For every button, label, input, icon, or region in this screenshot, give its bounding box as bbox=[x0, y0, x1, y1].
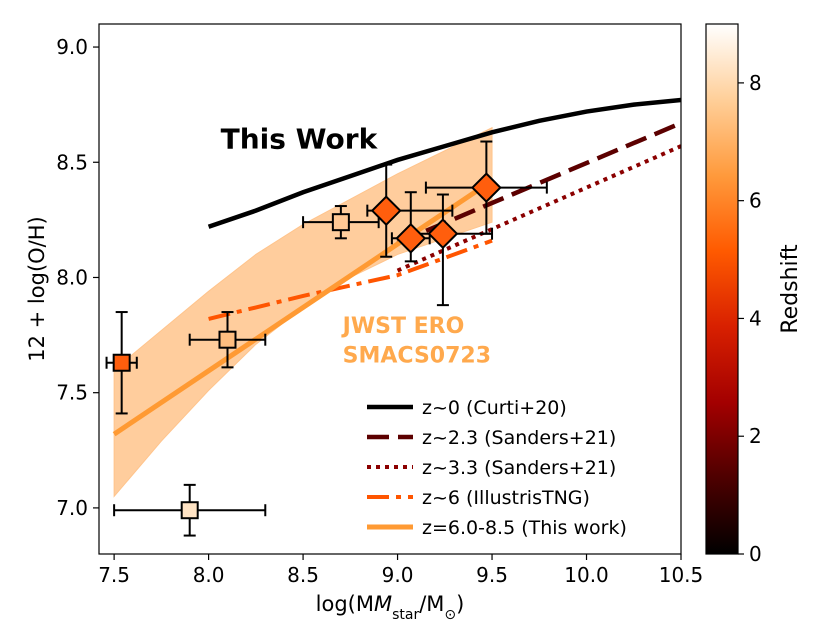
legend-label-4: z~6 (IllustrisTNG) bbox=[422, 487, 590, 509]
square-marker-3 bbox=[218, 330, 237, 349]
x-axis-ticks: 7.5 8.0 8.5 9.0 9.5 10.0 10.5 bbox=[98, 554, 703, 587]
colorbar-tick-label: 2 bbox=[749, 424, 762, 448]
confidence-band bbox=[113, 126, 493, 498]
y-axis-ticks: 7.0 7.5 8.0 8.5 9.0 bbox=[56, 35, 99, 520]
square-marker-4 bbox=[331, 213, 350, 232]
legend: z~0 (Curti+20) z~2.3 (Sanders+21) z~3.3 (S… bbox=[367, 397, 627, 539]
confidence-band-layer bbox=[113, 126, 493, 498]
square-marker-2 bbox=[180, 501, 199, 520]
legend-label-5: z=6.0-8.5 (This work) bbox=[422, 517, 627, 539]
diamond-marker-4 bbox=[470, 172, 502, 204]
legend-label-3: z~3.3 (Sanders+21) bbox=[422, 457, 616, 479]
plot-frame bbox=[98, 23, 682, 555]
series-line-5 bbox=[112, 178, 494, 437]
x-tick-label: 10.0 bbox=[564, 563, 609, 587]
diamond-marker-2 bbox=[395, 222, 427, 254]
x-axis-label: log(MMstar/M⊙) bbox=[316, 592, 465, 623]
annotation-jwst-1: JWST ERO bbox=[341, 314, 465, 339]
series-line-3 bbox=[396, 144, 681, 273]
annotation-jwst-2: SMACS0723 bbox=[343, 344, 491, 369]
y-tick-label: 7.5 bbox=[56, 381, 88, 405]
x-tick-label: 9.5 bbox=[476, 563, 508, 587]
x-tick-label: 8.0 bbox=[193, 563, 225, 587]
y-tick-label: 7.0 bbox=[56, 496, 88, 520]
series-line-1 bbox=[207, 97, 681, 229]
colorbar: 0 2 4 6 8 bbox=[705, 23, 762, 566]
series-line-4 bbox=[208, 238, 493, 321]
legend-label-2: z~2.3 (Sanders+21) bbox=[422, 427, 616, 449]
annotation-this-work: This Work bbox=[221, 122, 379, 155]
x-tick-label: 7.5 bbox=[98, 563, 130, 587]
diamond-marker-1 bbox=[370, 195, 402, 227]
x-tick-label: 10.5 bbox=[659, 563, 704, 587]
square-marker-1 bbox=[112, 353, 131, 372]
colorbar-tick-label: 4 bbox=[749, 306, 762, 330]
colorbar-tick-label: 6 bbox=[749, 189, 762, 213]
x-tick-label: 9.0 bbox=[382, 563, 414, 587]
data-markers-layer bbox=[112, 172, 502, 520]
y-tick-label: 8.0 bbox=[56, 265, 88, 289]
y-axis-label: 12 + log(O/H) bbox=[25, 216, 49, 361]
y-tick-label: 9.0 bbox=[56, 35, 88, 59]
colorbar-gradient bbox=[705, 23, 739, 555]
colorbar-tick-label: 0 bbox=[749, 542, 762, 566]
x-tick-label: 8.5 bbox=[287, 563, 319, 587]
colorbar-label: Redshift bbox=[778, 244, 803, 334]
legend-label-1: z~0 (Curti+20) bbox=[422, 397, 567, 419]
y-tick-label: 8.5 bbox=[56, 150, 88, 174]
diamond-marker-3 bbox=[427, 218, 459, 250]
colorbar-tick-label: 8 bbox=[749, 71, 762, 95]
